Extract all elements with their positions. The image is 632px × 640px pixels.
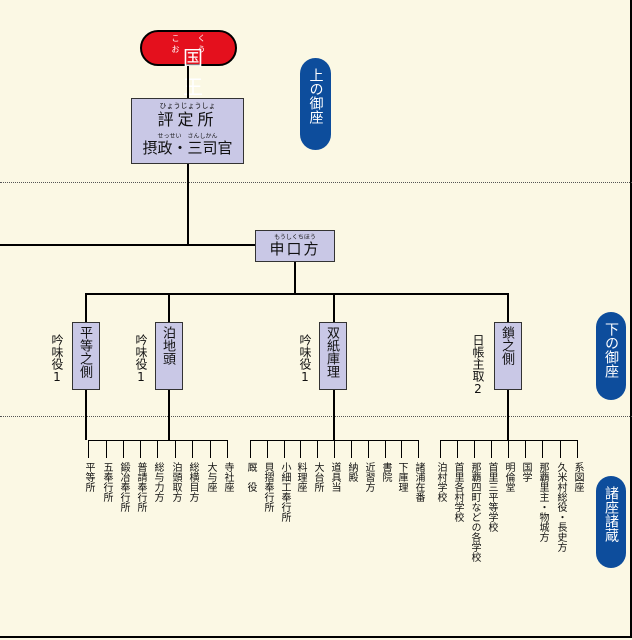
sub-office-tick (106, 440, 107, 458)
sub-office-item: 那覇里主・物城方 (537, 462, 548, 542)
dept-sashi: 鎖之側 (494, 322, 522, 390)
sub-office-tick (474, 440, 475, 458)
divider-lower (0, 416, 632, 417)
lower-seat-label: 下の御座 (596, 312, 626, 400)
sub-office-tick (351, 440, 352, 458)
connector (0, 244, 256, 246)
sub-office-tick (542, 440, 543, 458)
sub-office-item: 寺社座 (222, 462, 233, 492)
moshikuchi-node: もうしくちほう 申口方 (255, 230, 335, 262)
dept-soshi: 双紙庫理 (319, 322, 347, 390)
connector (85, 390, 87, 440)
connector (187, 164, 189, 246)
sub-office-tick (210, 440, 211, 458)
sub-office-item: 総与力方 (152, 462, 163, 502)
sub-office-item: 系図座 (572, 462, 583, 492)
sub-office-tick (440, 440, 441, 458)
sub-office-item: 諸浦在番 (413, 462, 424, 502)
sub-office-item: 貝摺奉行所 (262, 462, 273, 512)
sub-office-item: 鍛冶奉行所 (118, 462, 129, 512)
connector (168, 293, 170, 323)
dept-tomari-note: 吟味役1 (134, 334, 148, 384)
hyojosho-node: ひょうじょうしょ 評定所 せっせい さんしかん 摂政・三司官 (131, 98, 244, 164)
divider-upper (0, 182, 632, 183)
king-label: 国 王 (183, 46, 259, 99)
connector (333, 293, 335, 323)
sub-office-item: 平等所 (83, 462, 94, 492)
moshikuchi-ruby: もうしくちほう (274, 234, 316, 241)
sub-office-item: 普請奉行所 (135, 462, 146, 512)
dept-sashi-note: 日帳主取2 (471, 334, 485, 396)
dept-hira: 平等之側 (72, 322, 100, 390)
sub-office-item: 近習方 (363, 462, 374, 492)
branch-line (85, 293, 509, 295)
connector (507, 390, 509, 440)
sub-office-tick (175, 440, 176, 458)
sub-office-bar (88, 440, 228, 441)
sub-office-tick (491, 440, 492, 458)
sub-office-item: 書院 (380, 462, 391, 482)
sub-office-tick (457, 440, 458, 458)
sub-office-item: 納殿 (346, 462, 357, 482)
sub-office-tick (418, 440, 419, 458)
sub-office-tick (577, 440, 578, 458)
sub-office-tick (334, 440, 335, 458)
sub-office-item: 首里各村学校 (452, 462, 463, 522)
hyojosho-sub-ruby: せっせい さんしかん (157, 133, 218, 140)
sub-office-tick (317, 440, 318, 458)
connector (187, 66, 189, 98)
connector (85, 293, 87, 323)
king-node: こく おう 国 王 (140, 30, 241, 99)
shoza-label: 諸座諸蔵 (596, 476, 626, 568)
sub-office-item: 五奉行所 (101, 462, 112, 502)
king-ruby: こく おう (171, 34, 224, 54)
connector (168, 390, 170, 440)
sub-office-tick (525, 440, 526, 458)
sub-office-item: 首里三平等学校 (486, 462, 497, 532)
sub-office-tick (123, 440, 124, 458)
sub-office-item: 久米村総役・長史方 (555, 462, 566, 552)
hyojosho-ruby: ひょうじょうしょ (159, 102, 216, 110)
sub-office-item: 厩 役 (245, 462, 256, 492)
sub-office-item: 大台所 (312, 462, 323, 492)
sub-office-item: 道具当 (329, 462, 340, 492)
sub-office-tick (192, 440, 193, 458)
sub-office-item: 明倫堂 (503, 462, 514, 492)
sub-office-tick (368, 440, 369, 458)
sub-office-item: 国学 (520, 462, 531, 482)
sub-office-tick (250, 440, 251, 458)
sub-office-tick (157, 440, 158, 458)
connector (507, 293, 509, 323)
sub-office-tick (385, 440, 386, 458)
sub-office-tick (560, 440, 561, 458)
hyojosho-title: 評定所 (157, 110, 218, 129)
sub-office-item: 総横目方 (187, 462, 198, 502)
sub-office-item: 泊頭取方 (170, 462, 181, 502)
upper-seat-label: 上の御座 (300, 58, 331, 150)
sub-office-item: 下庫理 (396, 462, 407, 492)
sub-office-tick (300, 440, 301, 458)
connector (333, 390, 335, 440)
sub-office-tick (227, 440, 228, 458)
sub-office-tick (401, 440, 402, 458)
dept-hira-note: 吟味役1 (50, 334, 64, 384)
moshikuchi-title: 申口方 (269, 240, 321, 258)
connector (294, 262, 296, 294)
dept-tomari: 泊地頭 (155, 322, 183, 390)
sub-office-item: 大与座 (205, 462, 216, 492)
hyojosho-sub: 摂政・三司官 (142, 139, 233, 157)
sub-office-bar (440, 440, 578, 441)
sub-office-item: 泊村学校 (435, 462, 446, 502)
sub-office-item: 料理座 (295, 462, 306, 492)
sub-office-tick (140, 440, 141, 458)
sub-office-item: 那覇四町などの各学校 (469, 462, 480, 562)
sub-office-tick (284, 440, 285, 458)
sub-office-tick (508, 440, 509, 458)
dept-soshi-note: 吟味役1 (298, 334, 312, 384)
sub-office-tick (267, 440, 268, 458)
sub-office-tick (88, 440, 89, 458)
sub-office-item: 小細工奉行所 (279, 462, 290, 522)
